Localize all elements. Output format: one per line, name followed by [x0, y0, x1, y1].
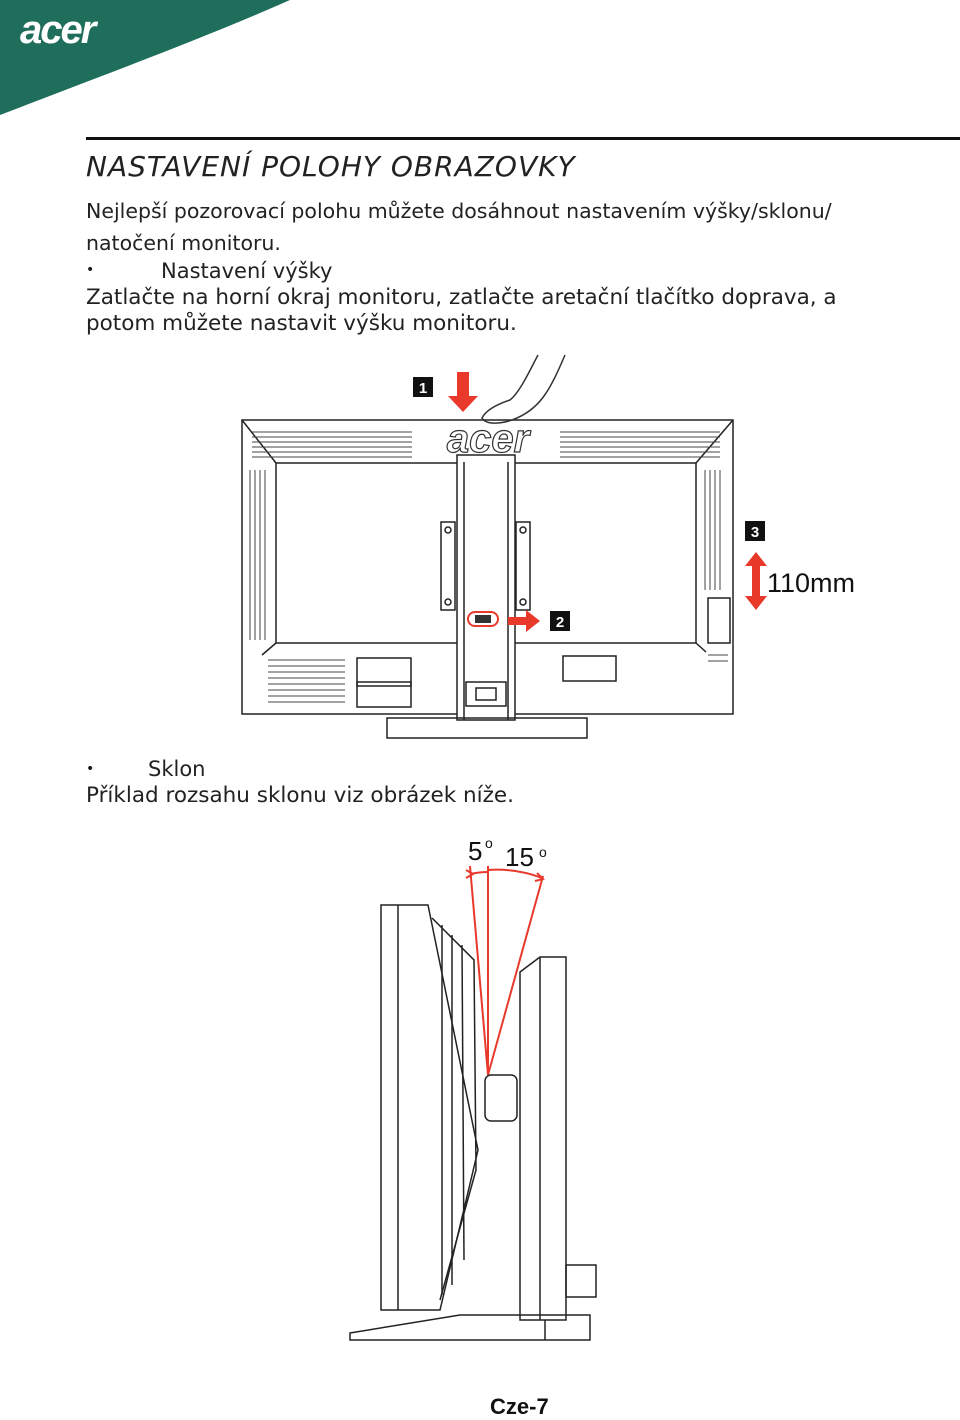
lock-button-highlight: [467, 611, 499, 627]
page-title: NASTAVENÍ POLOHY OBRAZOVKY: [86, 150, 576, 183]
intro-text-line-1: Nejlepší pozorovací polohu můžete dosáhn…: [86, 199, 832, 223]
tilt-text: Příklad rozsahu sklonu viz obrázek níže.: [86, 783, 514, 808]
height-adjust-text-line-1: Zatlačte na horní okraj monitoru, zatlač…: [86, 285, 837, 310]
intro-text-line-2: natočení monitoru.: [86, 231, 281, 255]
hand-icon: [481, 354, 566, 424]
step-1-label: 1: [419, 380, 427, 397]
acer-logo: acer: [20, 8, 96, 52]
step-3-marker: [745, 521, 765, 541]
forward-angle-label: 5: [468, 836, 482, 866]
backward-degree-mark: o: [539, 844, 547, 860]
height-adjust-heading: Nastavení výšky: [161, 259, 333, 283]
step-2-label: 2: [556, 614, 564, 631]
push-down-arrow-icon: [448, 372, 478, 412]
bullet-icon: •: [86, 262, 95, 278]
bullet-icon: •: [86, 761, 95, 777]
step-1-marker: [413, 377, 433, 397]
brand-band: [0, 0, 290, 115]
tilt-angle-lines: [465, 865, 545, 1076]
height-adjust-text-line-2: potom můžete nastavit výšku monitoru.: [86, 311, 517, 336]
height-travel-arrow-icon: [745, 552, 767, 610]
height-travel-label: 110mm: [767, 568, 855, 598]
tilt-figure: 5 o 15 o: [349, 835, 597, 1341]
monitor-side-view: [349, 904, 597, 1341]
step-2-marker: [550, 611, 570, 631]
tilt-heading: Sklon: [148, 757, 206, 781]
slide-right-arrow-icon: [508, 610, 540, 632]
header-rule: [86, 137, 960, 140]
height-adjust-figure: acer 1 2 3 110mm: [241, 354, 855, 739]
page-number: Cze-7: [490, 1394, 549, 1419]
backward-angle-label: 15: [505, 842, 534, 872]
lock-button-icon: [475, 615, 491, 623]
step-3-label: 3: [751, 524, 759, 541]
monitor-logo: acer: [447, 417, 532, 461]
forward-degree-mark: o: [485, 835, 493, 851]
